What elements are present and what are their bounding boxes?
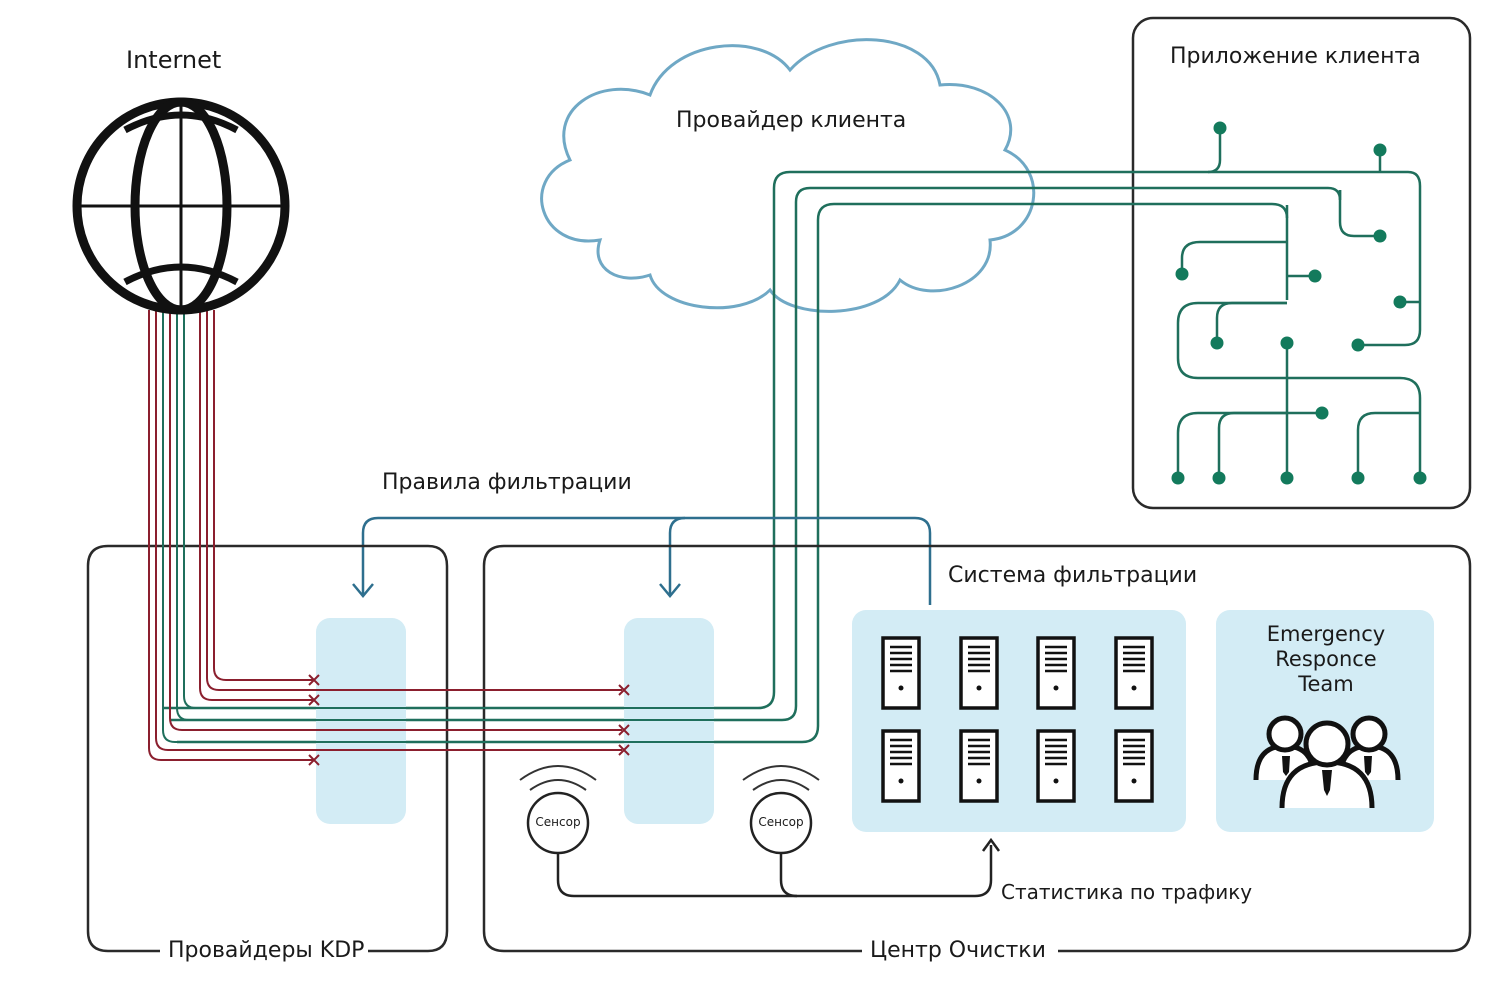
server-icon <box>959 636 999 710</box>
center-label: Центр Очистки <box>866 938 1050 963</box>
sensor-label: Сенсор <box>535 815 581 829</box>
server-grid <box>881 636 1154 803</box>
filter-system-panel <box>852 610 1186 832</box>
clean-traffic-routes <box>163 170 1422 744</box>
ert-label: Emergency Responce Team <box>1222 622 1430 697</box>
client-app-box <box>1131 16 1472 510</box>
internet-traffic-lines <box>148 310 805 761</box>
server-icon <box>1036 729 1076 803</box>
server-icon <box>1114 636 1154 710</box>
sensor-icon <box>519 765 597 855</box>
kdp-label: Провайдеры KDP <box>164 938 369 963</box>
server-icon <box>881 636 921 710</box>
ert-line-1: Emergency <box>1266 622 1386 646</box>
block-x-icon <box>308 674 630 766</box>
filter-rules-routes <box>352 516 932 605</box>
sensor-label: Сенсор <box>758 815 804 829</box>
server-icon <box>881 729 921 803</box>
traffic-stats-route <box>556 837 1001 898</box>
arrow-up-icon <box>981 837 1001 852</box>
filter-system-label: Система фильтрации <box>948 563 1198 588</box>
client-app-network <box>1176 128 1422 478</box>
cloud-label: Провайдер клиента <box>676 108 907 133</box>
sensor-icon <box>742 765 820 855</box>
kdp-box <box>86 544 449 953</box>
traffic-stats-label: Статистика по трафику <box>1001 880 1253 904</box>
client-app-nodes <box>1171 121 1427 485</box>
cloud-icon <box>540 38 1036 313</box>
server-icon <box>1036 636 1076 710</box>
server-icon <box>959 729 999 803</box>
client-app-label: Приложение клиента <box>1170 44 1421 69</box>
server-icon <box>1114 729 1154 803</box>
team-icon <box>1253 715 1401 809</box>
ert-line-3: Team <box>1298 672 1354 696</box>
globe-icon <box>72 97 290 315</box>
ert-line-2: Responce <box>1275 647 1377 671</box>
internet-label: Internet <box>126 46 222 74</box>
filter-rules-label: Правила фильтрации <box>382 470 632 495</box>
center-box <box>482 544 1472 953</box>
arrow-down-icon <box>659 583 681 598</box>
arrow-down-icon <box>352 583 374 598</box>
